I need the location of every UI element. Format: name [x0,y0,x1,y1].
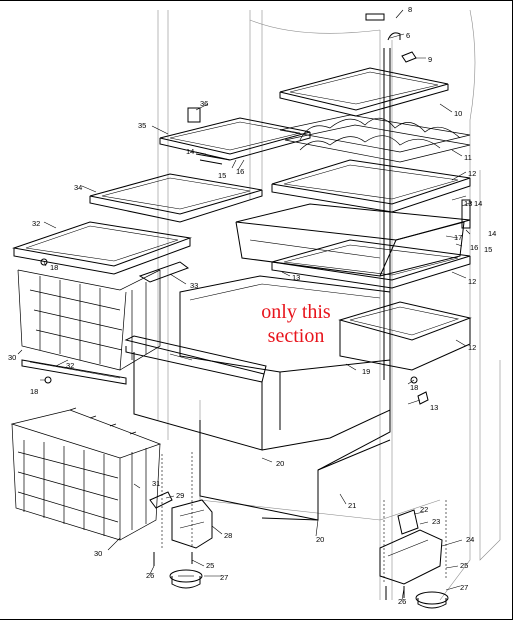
label-14-c: 14 [186,147,194,156]
label-12-c: 12 [468,343,476,352]
bracket-33 [138,261,190,283]
label-13-a: 13 [464,199,472,208]
clip-13 [417,391,429,405]
label-19: 19 [362,367,370,376]
label-13-c: 13 [292,273,300,282]
annotation-line-1: only this [261,301,331,323]
label-34: 34 [74,183,82,192]
label-13-b: 13 [430,403,438,412]
label-35: 35 [138,121,146,130]
label-17: 17 [454,233,462,242]
shelf-32-lower [21,359,127,385]
shelf-34 [89,173,263,223]
label-16-b: 16 [236,167,244,176]
shelf-35 [159,117,311,161]
label-10: 10 [454,109,462,118]
leveling-foot-27-left [169,569,203,589]
label-22: 22 [420,505,428,514]
label-32-b: 32 [66,361,74,370]
leveling-foot-27-right [415,591,449,609]
label-29: 29 [176,491,184,500]
label-8: 8 [408,5,412,14]
wire-basket-upper [17,269,161,371]
leader-lines [17,9,473,601]
clip-18-upper [40,258,48,266]
label-14-a: 14 [474,199,482,208]
part-number-labels: 8 6 9 10 11 12 13 14 17 14 16 15 12 12 1… [8,5,496,606]
label-26-a: 26 [146,571,154,580]
shelf-12-upper [271,159,471,213]
screws-left [153,452,193,566]
label-28: 28 [224,531,232,540]
label-14-b: 14 [488,229,496,238]
label-30-b: 30 [94,549,102,558]
label-31: 31 [152,479,160,488]
hinge-bracket-24 [379,509,443,585]
label-16-a: 16 [470,243,478,252]
label-24: 24 [466,535,474,544]
label-23: 23 [432,517,440,526]
label-27-b: 27 [460,583,468,592]
shelf-12-lower [338,301,472,371]
label-15-a: 15 [484,245,492,254]
label-11: 11 [464,153,472,162]
bracket-part-9 [401,51,417,63]
wine-rack-11 [279,114,471,163]
screws-right [383,500,447,600]
label-36: 36 [200,99,208,108]
label-26-b: 26 [398,597,406,606]
label-20-a: 20 [276,459,284,468]
shelf-12-middle [271,239,471,289]
clip-part-36 [187,107,201,123]
label-20-b: 20 [316,535,324,544]
label-32-a: 32 [32,219,40,228]
wire-basket-lower [10,407,162,541]
shelf-10 [279,67,449,117]
lower-drawer-21 [199,409,391,521]
shelf-32-upper [12,221,192,275]
clip-14-right [461,199,471,229]
clip-18-right [410,376,418,384]
label-27-a: 27 [220,573,228,582]
hinge-bracket-28 [149,491,213,549]
label-18-b: 18 [30,387,38,396]
label-18-right: 18 [410,383,418,392]
shelf-support-14-15-16 [195,153,245,165]
label-15-b: 15 [218,171,226,180]
drawer-19 [179,275,391,430]
label-30-a: 30 [8,353,16,362]
annotation-only-this-section: only this section [236,300,356,348]
label-25-b: 25 [460,561,468,570]
label-9: 9 [428,55,432,64]
label-33: 33 [190,281,198,290]
label-21: 21 [348,501,356,510]
hinge-cover [365,13,385,21]
drawer-front-20 [124,335,267,451]
label-18-a: 18 [50,263,58,272]
label-12-a: 12 [468,169,476,178]
label-12-b: 12 [468,277,476,286]
annotation-line-2: section [267,325,325,347]
label-25-a: 25 [206,561,214,570]
label-6: 6 [406,31,410,40]
